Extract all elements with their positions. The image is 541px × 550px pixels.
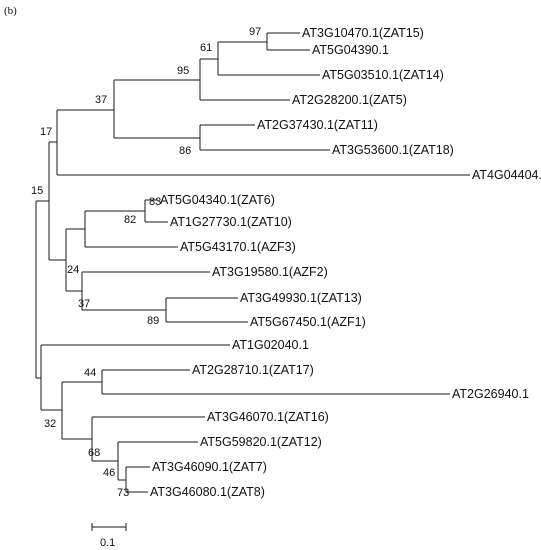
leaf-label: AT3G49930.1(ZAT13) — [240, 291, 362, 305]
leaf-labels: AT3G10470.1(ZAT15) AT5G04390.1 AT5G03510… — [150, 26, 541, 499]
leaf-label: AT5G03510.1(ZAT14) — [322, 68, 444, 82]
branch-upper-lower-join — [40, 344, 230, 411]
leaf-label: AT3G46080.1(ZAT8) — [150, 485, 265, 499]
branch-root — [35, 200, 49, 379]
bootstrap-value: 44 — [84, 367, 96, 379]
scale-bar-label: 0.1 — [100, 537, 115, 549]
leaf-label: AT5G67450.1(AZF1) — [250, 315, 366, 329]
bootstrap-value: 95 — [177, 65, 189, 77]
branch-zat5-zat18-clade — [113, 79, 200, 139]
branch-zat7-zat8-clade — [125, 466, 150, 493]
bootstrap-value: 32 — [44, 418, 56, 430]
bootstrap-value: 37 — [95, 94, 107, 106]
leaf-label: AT3G46090.1(ZAT7) — [152, 460, 267, 474]
bootstrap-value: 15 — [31, 185, 43, 197]
bootstrap-value: 73 — [117, 487, 129, 499]
leaf-label: AT5G43170.1(AZF3) — [180, 240, 296, 254]
bootstrap-value: 37 — [78, 298, 90, 310]
scale-bar-line — [91, 523, 127, 531]
bootstrap-value: 97 — [249, 26, 261, 38]
scale-bar: 0.1 — [91, 523, 127, 549]
bootstrap-value: 61 — [200, 42, 212, 54]
leaf-label: AT2G28710.1(ZAT17) — [192, 363, 314, 377]
leaf-label: AT2G37430.1(ZAT11) — [257, 118, 378, 132]
bootstrap-value: 86 — [179, 145, 191, 157]
leaf-label: AT2G28200.1(ZAT5) — [292, 93, 407, 107]
leaf-label: AT5G59820.1(ZAT12) — [200, 435, 322, 449]
leaf-label: AT3G53600.1(ZAT18) — [332, 143, 454, 157]
leaf-label: AT1G02040.1 — [232, 338, 309, 352]
branch-zat13-azf1-clade — [165, 297, 248, 323]
branch-lower-clade — [61, 381, 102, 440]
bootstrap-value: 89 — [147, 315, 159, 327]
leaf-label: AT4G04404.1 — [472, 168, 541, 182]
leaf-label: AT3G46070.1(ZAT16) — [207, 410, 329, 424]
branch-zat5-clade — [199, 58, 290, 101]
bootstrap-value: 46 — [103, 467, 115, 479]
leaf-label: AT2G26940.1 — [452, 387, 529, 401]
branch-azf2-clade — [81, 271, 210, 311]
leaf-label: AT3G10470.1(ZAT15) — [302, 26, 424, 40]
bootstrap-value: 82 — [124, 214, 136, 226]
bootstrap-value: 17 — [40, 126, 52, 138]
branch-zat14-clade — [217, 41, 320, 76]
leaf-label: AT3G19580.1(AZF2) — [212, 265, 328, 279]
leaf-label: AT5G04340.1(ZAT6) — [160, 193, 275, 207]
bootstrap-values: 97 61 95 37 86 17 15 83 82 24 37 89 44 3… — [31, 26, 261, 499]
branch-zat16-clade — [91, 416, 205, 462]
bootstrap-value: 83 — [149, 196, 161, 208]
leaf-label: AT1G27730.1(ZAT10) — [170, 215, 292, 229]
bootstrap-value: 68 — [88, 447, 100, 459]
tree-branches — [35, 32, 470, 493]
leaf-label: AT5G04390.1 — [312, 43, 389, 57]
bootstrap-value: 24 — [67, 264, 79, 276]
panel-label: (b) — [4, 5, 17, 17]
